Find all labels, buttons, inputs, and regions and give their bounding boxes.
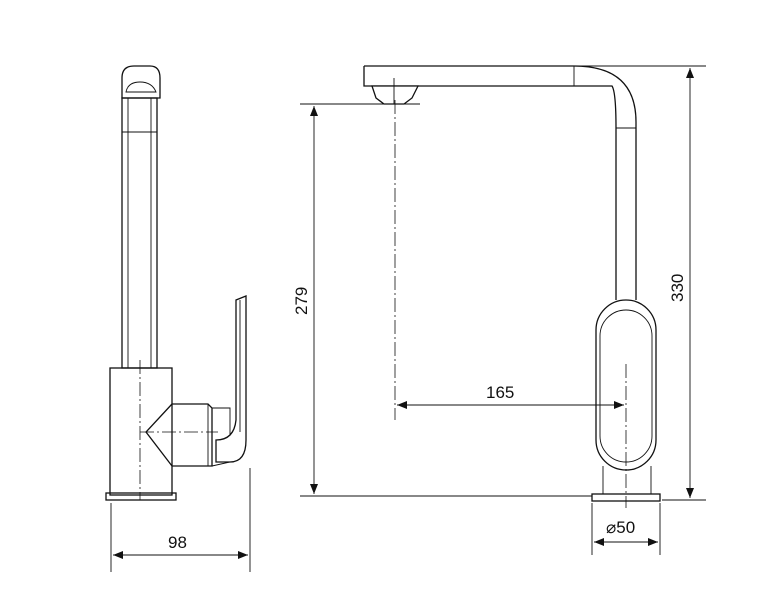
front-lever-oval (595, 299, 657, 471)
side-view: 98 (105, 65, 251, 572)
dim-label-279: 279 (292, 287, 311, 315)
side-aerator-inner (125, 81, 157, 93)
side-body (109, 367, 173, 496)
side-vertical-pipe (121, 97, 158, 369)
front-view: 279 330 165 ⌀50 (292, 65, 706, 555)
dim-label-98: 98 (168, 533, 187, 552)
side-cartridge (145, 403, 213, 467)
side-base-plate (105, 492, 177, 501)
side-lever-handle (215, 295, 247, 463)
dim-label-330: 330 (668, 274, 687, 302)
dim-label-165: 165 (486, 383, 514, 402)
dim-label-50: ⌀50 (606, 518, 635, 537)
